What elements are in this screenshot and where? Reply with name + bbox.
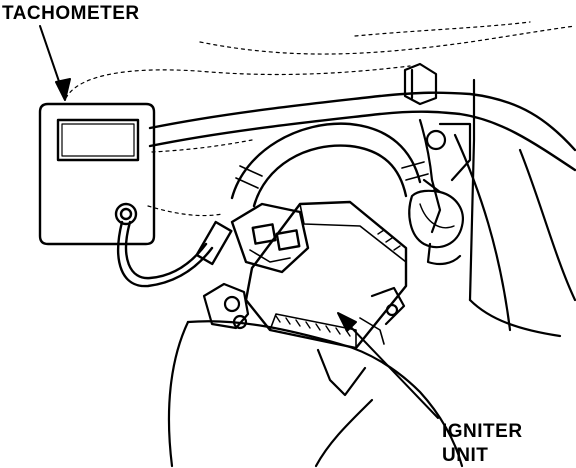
igniter-unit	[230, 200, 408, 350]
ignition-wire	[230, 122, 429, 208]
tachometer-body	[38, 102, 156, 246]
igniter-unit-label-line2: UNIT	[442, 445, 489, 466]
mounting-bolts	[202, 282, 406, 345]
igniter-arrow	[345, 321, 439, 419]
leader-arrows	[39, 25, 439, 419]
test-lead-clip	[195, 220, 233, 266]
intake-pipe	[148, 91, 576, 172]
igniter-unit-label-line1: IGNITER	[442, 421, 523, 442]
background-outlines	[65, 21, 576, 217]
test-lead	[117, 220, 233, 288]
tachometer-jack	[114, 202, 138, 226]
mounting-bracket	[403, 62, 472, 234]
tachometer	[38, 102, 156, 246]
tachometer-label: TACHOMETER	[2, 3, 140, 24]
tachometer-display	[56, 118, 140, 162]
distributor-cap	[408, 178, 464, 266]
engine-body	[167, 78, 576, 468]
